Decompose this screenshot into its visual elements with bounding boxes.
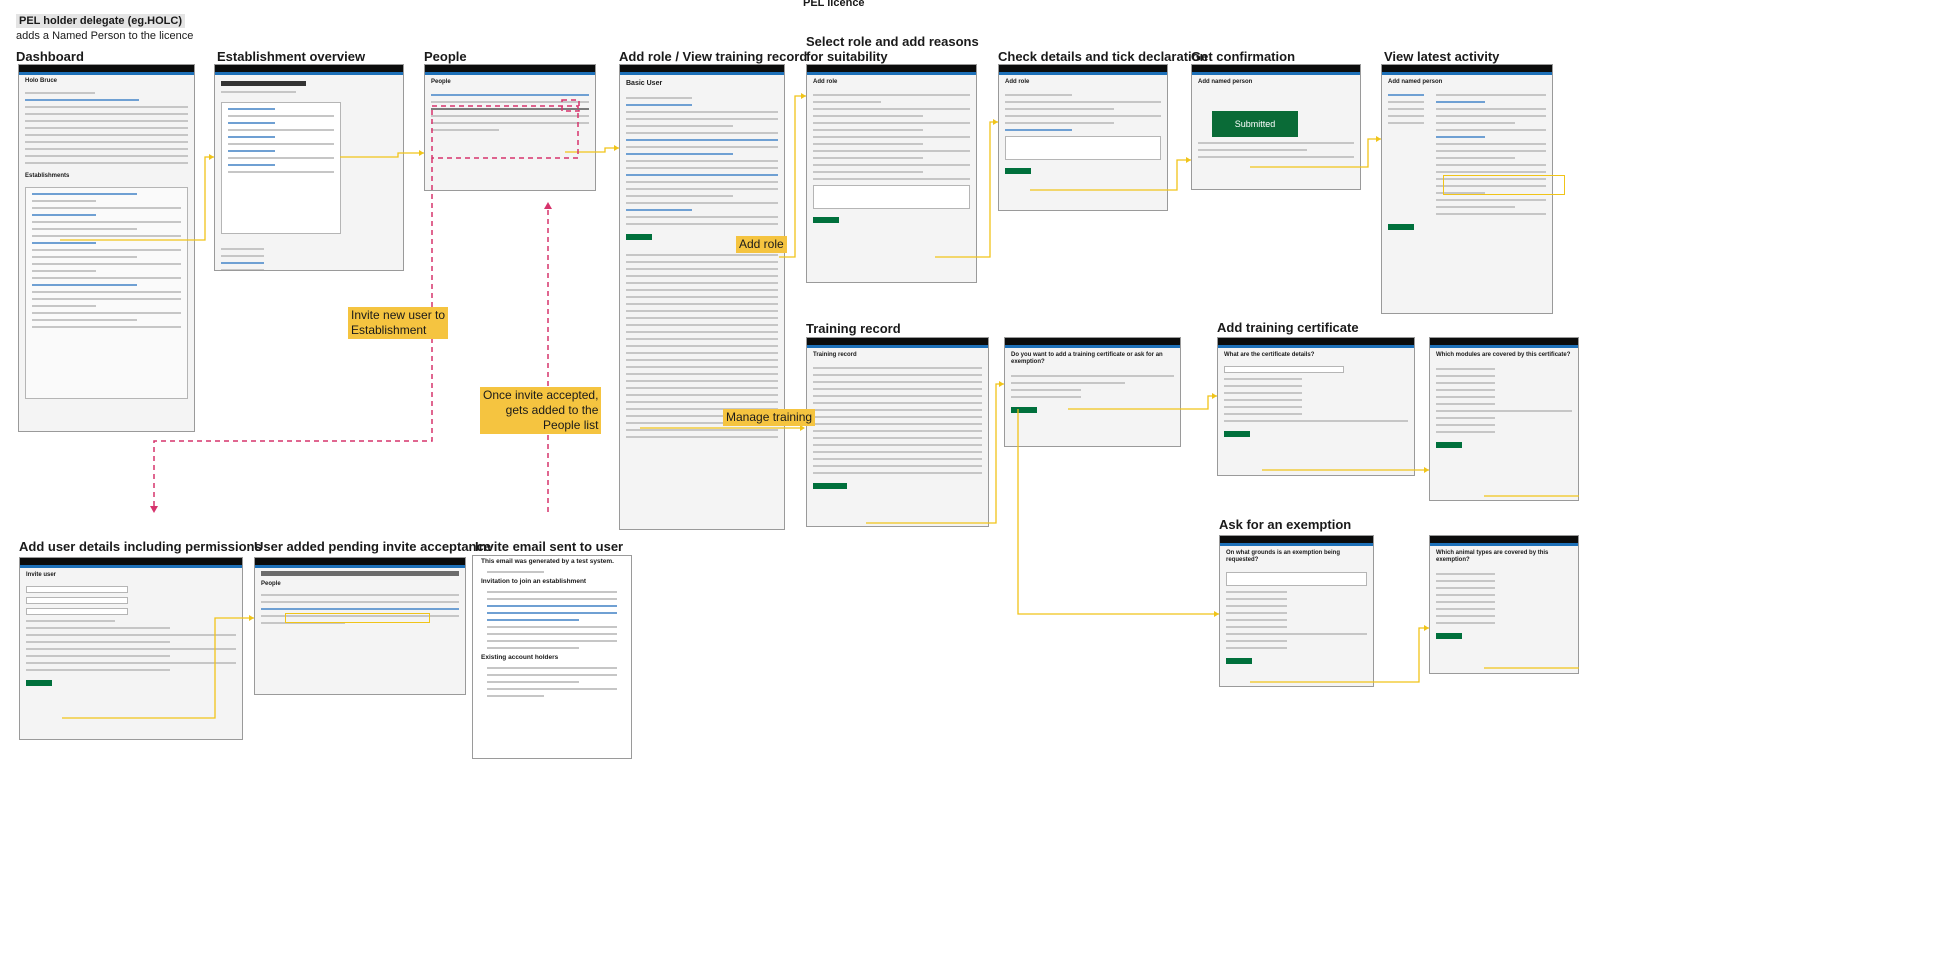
certificate-question: What are the certificate details? [1224,352,1315,358]
annotation-invite-new-user: Invite new user to Establishment [348,307,449,339]
exemption-mockup[interactable]: On what grounds is an exemption being re… [1219,535,1374,687]
board-title: PEL licence [803,0,865,9]
annotation-invite-accepted: Once invite accepted, gets added to the … [480,387,602,434]
training-record-heading: Training record [813,352,857,358]
dashboard-section-heading: Establishments [25,173,70,179]
select-role-heading: Add role [813,79,838,85]
training-question: Do you want to add a training certificat… [1011,352,1163,365]
confirmation-heading: Add named person [1198,79,1253,85]
label-user-added-pending: User added pending invite acceptance [254,539,491,554]
label-add-role-view-training: Add role / View training record [619,49,808,64]
label-ask-exemption: Ask for an exemption [1219,517,1352,532]
pending-row-highlight [285,613,430,623]
label-dashboard: Dashboard [16,49,84,64]
label-view-latest-activity: View latest activity [1384,49,1500,64]
label-check-details: Check details and tick declaration [998,49,1208,64]
label-training-record: Training record [806,321,901,336]
invite-user-heading: Invite user [26,572,57,578]
dashboard-user-name: Holo Bruce [25,78,58,84]
email-system-note: This email was generated by a test syste… [481,558,614,565]
invite-email-mockup[interactable]: This email was generated by a test syste… [472,555,632,759]
invite-user-mockup[interactable]: Invite user [19,557,243,740]
people-mockup[interactable]: People [424,64,596,191]
select-role-mockup[interactable]: Add role [806,64,977,283]
people-heading: People [431,79,451,85]
animal-types-question: Which animal types are covered by this e… [1436,550,1549,563]
animal-types-mockup[interactable]: Which animal types are covered by this e… [1429,535,1579,674]
training-record-mockup[interactable]: Training record [806,337,989,527]
certificate-mockup[interactable]: What are the certificate details? [1217,337,1415,476]
activity-heading: Add named person [1388,79,1443,85]
annotation-manage-training: Manage training [723,409,816,426]
label-add-training-certificate: Add training certificate [1217,320,1359,335]
label-establishment-overview: Establishment overview [217,49,366,64]
actor-label: PEL holder delegate (eg.HOLC) [16,14,185,28]
dashboard-mockup[interactable]: Holo Bruce Establishments [18,64,195,432]
label-invite-email: Invite email sent to user [475,539,624,554]
training-question-mockup[interactable]: Do you want to add a training certificat… [1004,337,1181,447]
email-heading: Invitation to join an establishment [481,578,587,585]
modules-mockup[interactable]: Which modules are covered by this certif… [1429,337,1579,501]
check-details-mockup[interactable]: Add role [998,64,1168,211]
establishment-overview-mockup[interactable] [214,64,404,271]
annotation-add-role: Add role [736,236,787,253]
confirmation-mockup[interactable]: Add named person Submitted [1191,64,1361,190]
check-details-heading: Add role [1005,79,1030,85]
submitted-panel: Submitted [1212,111,1298,137]
pending-people-heading: People [261,581,281,587]
label-select-role: Select role and add reasons for suitabil… [806,34,979,64]
latest-activity-mockup[interactable]: Add named person [1381,64,1553,314]
basic-user-heading: Basic User [626,80,663,87]
actor-note: adds a Named Person to the licence [16,30,194,42]
label-people: People [424,49,467,64]
pending-people-mockup[interactable]: People [254,557,466,695]
label-get-confirmation: Get confirmation [1191,49,1296,64]
activity-highlight [1443,175,1565,195]
email-subheading: Existing account holders [481,654,559,661]
exemption-question: On what grounds is an exemption being re… [1226,550,1341,563]
basic-user-mockup[interactable]: Basic User [619,64,785,530]
label-add-user-details: Add user details including permissions [19,539,262,554]
modules-question: Which modules are covered by this certif… [1436,352,1571,358]
